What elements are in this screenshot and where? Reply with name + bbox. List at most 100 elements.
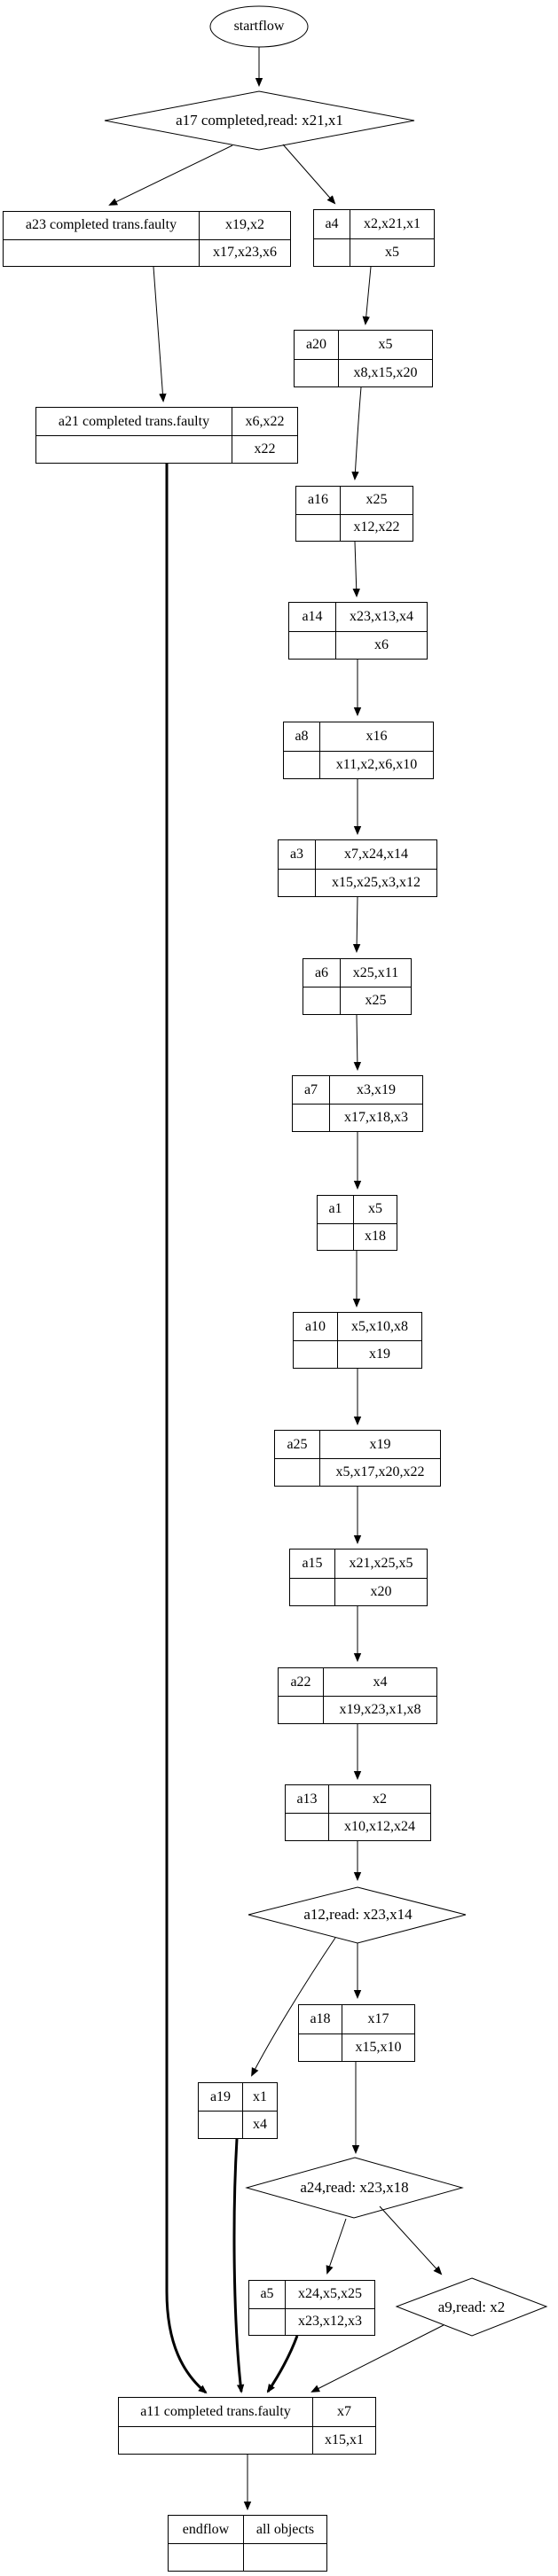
activity-name: a11 completed trans.faulty xyxy=(140,2403,291,2419)
activity-name: a3 xyxy=(289,846,304,862)
activity-reads: x19,x2 xyxy=(199,212,290,239)
activity-writes: x15,x1 xyxy=(312,2425,375,2454)
decision-a9-label: a9,read: x2 xyxy=(437,2298,506,2315)
activity-a18: a18 x17 x15,x10 xyxy=(298,2004,415,2062)
activity-reads: x7 xyxy=(312,2398,375,2426)
activity-blank xyxy=(279,868,315,897)
edge-a23-a21 xyxy=(153,266,167,402)
activity-writes: x17,x23,x6 xyxy=(199,238,290,266)
activity-writes: x12,x22 xyxy=(340,513,413,541)
activity-blank xyxy=(36,435,232,463)
activity-reads: x17 xyxy=(342,2005,414,2033)
activity-name: a22 xyxy=(290,1674,311,1690)
activity-writes: x15,x10 xyxy=(342,2033,414,2061)
activity-a1: a1 x5 x18 xyxy=(317,1195,397,1251)
edge-a5-a11 xyxy=(266,2335,299,2393)
activity-name: a21 completed trans.faulty xyxy=(58,413,210,429)
activity-blank xyxy=(290,1577,334,1606)
edge-a17-a23 xyxy=(108,144,233,206)
activity-reads: x19 xyxy=(319,1431,440,1458)
activity-reads: x21,x25,x5 xyxy=(334,1550,427,1578)
activity-blank xyxy=(249,2307,285,2336)
activity-a21: a21 completed trans.faulty x6,x22 x22 xyxy=(35,407,298,464)
activity-a15: a15 x21,x25,x5 x20 xyxy=(289,1549,428,1606)
activity-name: a23 completed trans.faulty xyxy=(25,217,177,233)
edge-a24-a5 xyxy=(326,2218,347,2275)
activity-name: a15 xyxy=(302,1555,323,1571)
activity-name: a7 xyxy=(303,1081,318,1097)
activity-blank xyxy=(303,987,340,1014)
endflow-blank xyxy=(169,2543,243,2571)
activity-reads: x2 xyxy=(328,1785,430,1813)
activity-a25: a25 x19 x5,x17,x20,x22 xyxy=(274,1430,441,1487)
activity-a16: a16 x25 x12,x22 xyxy=(295,486,413,542)
activity-blank xyxy=(289,630,335,660)
activity-writes: x19 xyxy=(337,1340,421,1368)
activity-reads: x7,x24,x14 xyxy=(315,840,436,869)
activity-reads: x3,x19 xyxy=(329,1076,422,1104)
startflow-label: startflow xyxy=(233,19,285,34)
edge-a4-a20 xyxy=(362,266,372,325)
a24-diamond xyxy=(245,2157,464,2219)
edge-a17-a4 xyxy=(282,144,336,205)
edge-a24-a9 xyxy=(379,2205,443,2275)
activity-a8: a8 x16 x11,x2,x6,x10 xyxy=(283,722,434,779)
activity-name: a1 xyxy=(328,1201,342,1217)
activity-name: a19 xyxy=(209,2088,232,2104)
edge-a16-a14 xyxy=(352,541,360,597)
activity-blank xyxy=(275,1458,319,1486)
activity-reads: x25,x11 xyxy=(340,959,411,987)
activity-name: a8 xyxy=(295,728,309,744)
activity-name: a16 xyxy=(307,492,329,508)
edge-a20-a16 xyxy=(351,386,362,480)
activity-name: a13 xyxy=(296,1791,318,1807)
activity-blank xyxy=(293,1104,329,1131)
edge-a6-a7 xyxy=(353,1014,362,1071)
endflow-writes xyxy=(243,2543,326,2571)
activity-a22: a22 x4 x19,x23,x1,x8 xyxy=(278,1667,437,1724)
decision-a12-label: a12,read: x23,x14 xyxy=(303,1906,413,1923)
activity-reads: x2,x21,x1 xyxy=(350,210,434,238)
endflow-node: endflow all objects xyxy=(168,2515,327,2572)
activity-writes: x23,x12,x3 xyxy=(285,2307,374,2335)
endflow-label: endflow xyxy=(182,2521,230,2537)
decision-a17-label: a17 completed,read: x21,x1 xyxy=(176,112,343,129)
activity-writes: x6 xyxy=(335,630,427,659)
activity-blank xyxy=(279,1696,323,1723)
edge-a19-a11 xyxy=(232,2138,245,2393)
activity-blank xyxy=(199,2111,242,2138)
edge-a3-a6 xyxy=(352,896,361,953)
activity-a23: a23 completed trans.faulty x19,x2 x17,x2… xyxy=(3,211,291,267)
activity-a19: a19 x1 x4 xyxy=(198,2082,278,2139)
activity-writes: x20 xyxy=(334,1577,427,1605)
activity-name: a10 xyxy=(304,1318,326,1334)
activity-a6: a6 x25,x11 x25 xyxy=(303,958,412,1015)
activity-name: a6 xyxy=(314,964,329,980)
activity-reads: x23,x13,x4 xyxy=(335,603,427,631)
activity-blank xyxy=(314,238,350,267)
activity-reads: x5 xyxy=(353,1196,397,1223)
activity-writes: x4 xyxy=(242,2111,277,2138)
activity-reads: x5 xyxy=(338,331,432,359)
activity-blank xyxy=(119,2425,312,2455)
activity-a20: a20 x5 x8,x15,x20 xyxy=(294,330,433,387)
activity-name: a20 xyxy=(305,336,327,352)
activity-reads: x25 xyxy=(340,487,413,514)
activity-blank xyxy=(294,1340,337,1368)
activity-name: a14 xyxy=(302,608,323,624)
activity-writes: x18 xyxy=(353,1222,397,1250)
activity-reads: x1 xyxy=(242,2083,277,2111)
activity-reads: x4 xyxy=(323,1668,436,1696)
activity-blank xyxy=(286,1813,328,1840)
activity-a4: a4 x2,x21,x1 x5 xyxy=(313,209,435,267)
activity-writes: x17,x18,x3 xyxy=(329,1104,422,1131)
edge-a21-a11 xyxy=(165,464,208,2394)
activity-a14: a14 x23,x13,x4 x6 xyxy=(288,602,428,660)
activity-reads: x6,x22 xyxy=(232,408,297,435)
activity-blank xyxy=(284,750,319,779)
activity-blank xyxy=(299,2033,342,2062)
a9-diamond xyxy=(395,2277,548,2337)
activity-blank xyxy=(295,358,338,387)
